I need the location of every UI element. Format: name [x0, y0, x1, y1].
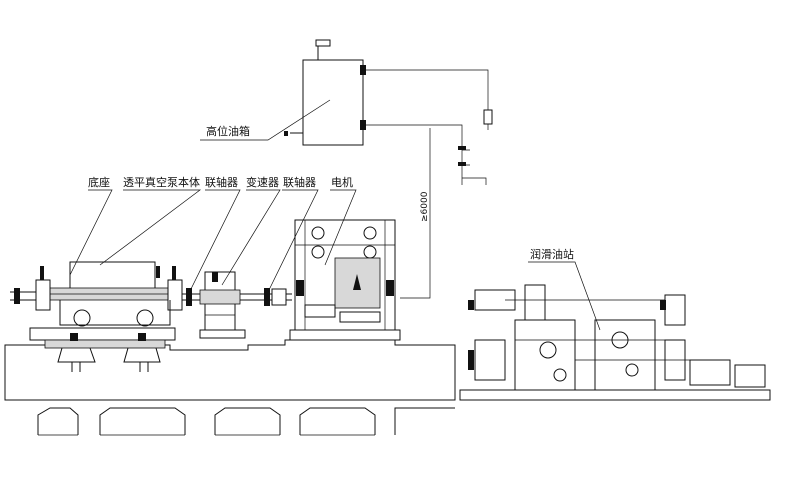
label-base: 底座: [88, 175, 110, 189]
high-oil-tank: [284, 39, 366, 146]
label-lube-station: 润滑油站: [530, 247, 574, 261]
label-coupling-1: 联轴器: [205, 175, 238, 189]
foundation: [4, 339, 456, 436]
label-motor: 电机: [331, 175, 353, 189]
pump-assembly: [10, 261, 183, 372]
label-pump-body: 透平真空泵本体: [123, 175, 200, 189]
label-leaders: [69, 99, 601, 331]
oil-piping: [366, 69, 493, 299]
label-coupling-2: 联轴器: [283, 175, 316, 189]
motor-assembly: [289, 219, 401, 341]
label-height-dimension: ≥6000: [420, 191, 430, 222]
lube-oil-station: [459, 284, 771, 401]
drive-train: [182, 271, 292, 339]
label-gearbox: 变速器: [246, 175, 279, 189]
label-high-tank: 高位油箱: [206, 124, 250, 138]
